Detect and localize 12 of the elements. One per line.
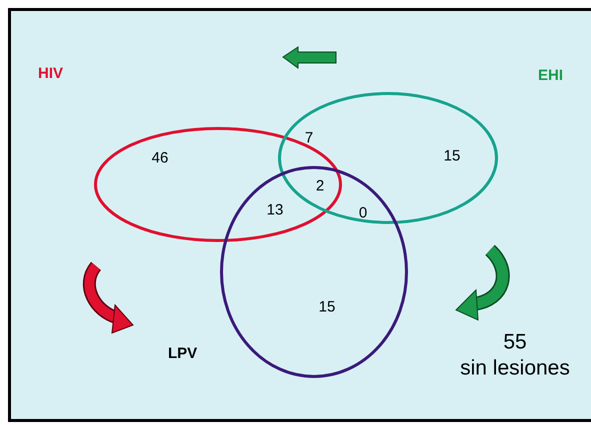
set-label: LPV (168, 346, 198, 361)
region-count: 0 (358, 206, 368, 220)
region-count: 7 (304, 130, 314, 146)
region-count: 15 (318, 300, 336, 314)
region-count: 2 (316, 178, 324, 194)
region-count: 15 (444, 148, 460, 164)
set-label: EHI (538, 68, 564, 83)
region-count: 55 (503, 332, 527, 352)
set-label: HIV (38, 66, 64, 81)
region-count: 13 (266, 202, 284, 218)
region-count: sin lesiones (460, 358, 570, 378)
region-count: 46 (152, 150, 168, 166)
